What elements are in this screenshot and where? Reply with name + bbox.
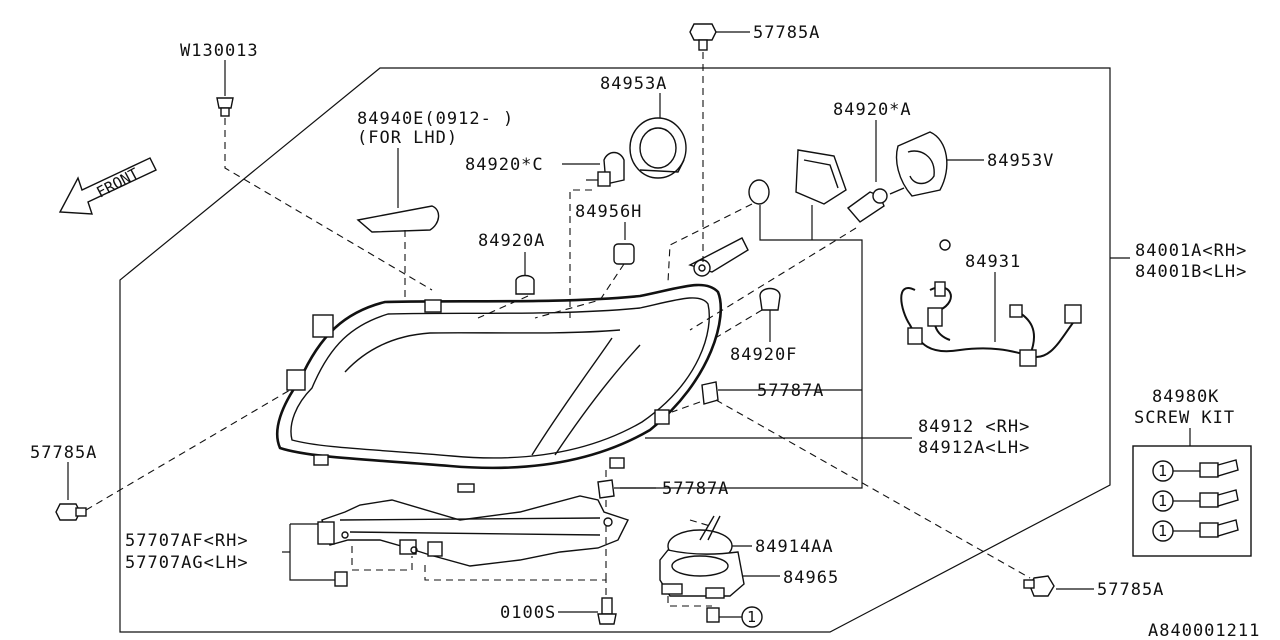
label-84953v: 84953V [987, 151, 1054, 171]
bolt-57785a-bottom-icon [1023, 575, 1055, 597]
label-57785a-bottom: 57785A [1097, 580, 1164, 600]
clip-w130013-icon [216, 97, 234, 117]
svg-text:1: 1 [1158, 462, 1167, 480]
leveling-motor-84965-icon [659, 515, 745, 599]
bolt-57785a-left-icon [55, 503, 87, 521]
diagram-id: A840001211 [1148, 621, 1260, 640]
label-84001b: 84001B<LH> [1135, 262, 1247, 282]
label-0100s: 0100S [500, 603, 556, 623]
label-84914aa: 84914AA [755, 537, 834, 557]
screw-0100s-icon [597, 597, 617, 625]
plug-84956h-icon [613, 243, 635, 265]
label-57785a-left: 57785A [30, 443, 97, 463]
hid-bulb-84920a-icon [846, 187, 905, 223]
label-w130013: W130013 [180, 41, 259, 61]
bulb-84920f-icon [759, 287, 781, 311]
svg-text:1: 1 [1158, 492, 1167, 510]
bracket-57707-icon [317, 495, 629, 587]
front-label: FRONT [93, 164, 141, 201]
igniter-socket-icon [795, 149, 847, 205]
screw-kit-box [1132, 445, 1252, 557]
headlamp-housing [275, 237, 749, 493]
label-84940e-line1: 84940E(0912- ) [357, 109, 514, 129]
screw-kit-item-2: 1 [1152, 489, 1239, 512]
label-84940e-line2: (FOR LHD) [357, 128, 458, 148]
screw-kit-item-1: 1 [1152, 459, 1239, 482]
bulb-84920c-icon [586, 151, 625, 187]
label-84920c: 84920*C [465, 155, 544, 175]
svg-text:1: 1 [747, 608, 756, 626]
assembly-boundary [119, 67, 1111, 633]
cap-84953v-icon [895, 131, 948, 197]
label-57787a-upper: 57787A [757, 381, 824, 401]
label-84953a: 84953A [600, 74, 667, 94]
label-84920a: 84920A [478, 231, 545, 251]
label-57707af: 57707AF<RH> [125, 531, 249, 551]
label-screw-kit: SCREW KIT [1134, 408, 1235, 428]
label-84920f: 84920F [730, 345, 797, 365]
wiring-harness-84931-icon [900, 239, 1082, 367]
svg-text:1: 1 [1158, 522, 1167, 540]
label-84920a-star: 84920*A [833, 100, 912, 120]
bulb-84920a-icon [515, 274, 535, 295]
label-84001a: 84001A<RH> [1135, 241, 1247, 261]
front-arrow-icon: FRONT [58, 157, 157, 215]
nut-57787a-upper-icon [701, 381, 719, 405]
label-84980k: 84980K [1152, 387, 1219, 407]
label-84912: 84912 <RH> [918, 417, 1030, 437]
bolt-57785a-top-icon [689, 23, 717, 51]
screw-kit-item-3: 1 [1152, 519, 1239, 542]
label-84956h: 84956H [575, 202, 642, 222]
label-57707ag: 57707AG<LH> [125, 553, 249, 573]
label-57787a-lower: 57787A [662, 479, 729, 499]
label-84931: 84931 [965, 252, 1021, 272]
screw-callout-bottom: 1 [706, 606, 763, 628]
cap-84953a-icon [629, 117, 687, 179]
o-ring-icon [748, 179, 770, 205]
label-57785a-top: 57785A [753, 23, 820, 43]
label-84965: 84965 [783, 568, 839, 588]
reflector-84940e-icon [356, 205, 440, 233]
label-84912a: 84912A<LH> [918, 438, 1030, 458]
nut-57787a-lower-icon [597, 479, 615, 499]
